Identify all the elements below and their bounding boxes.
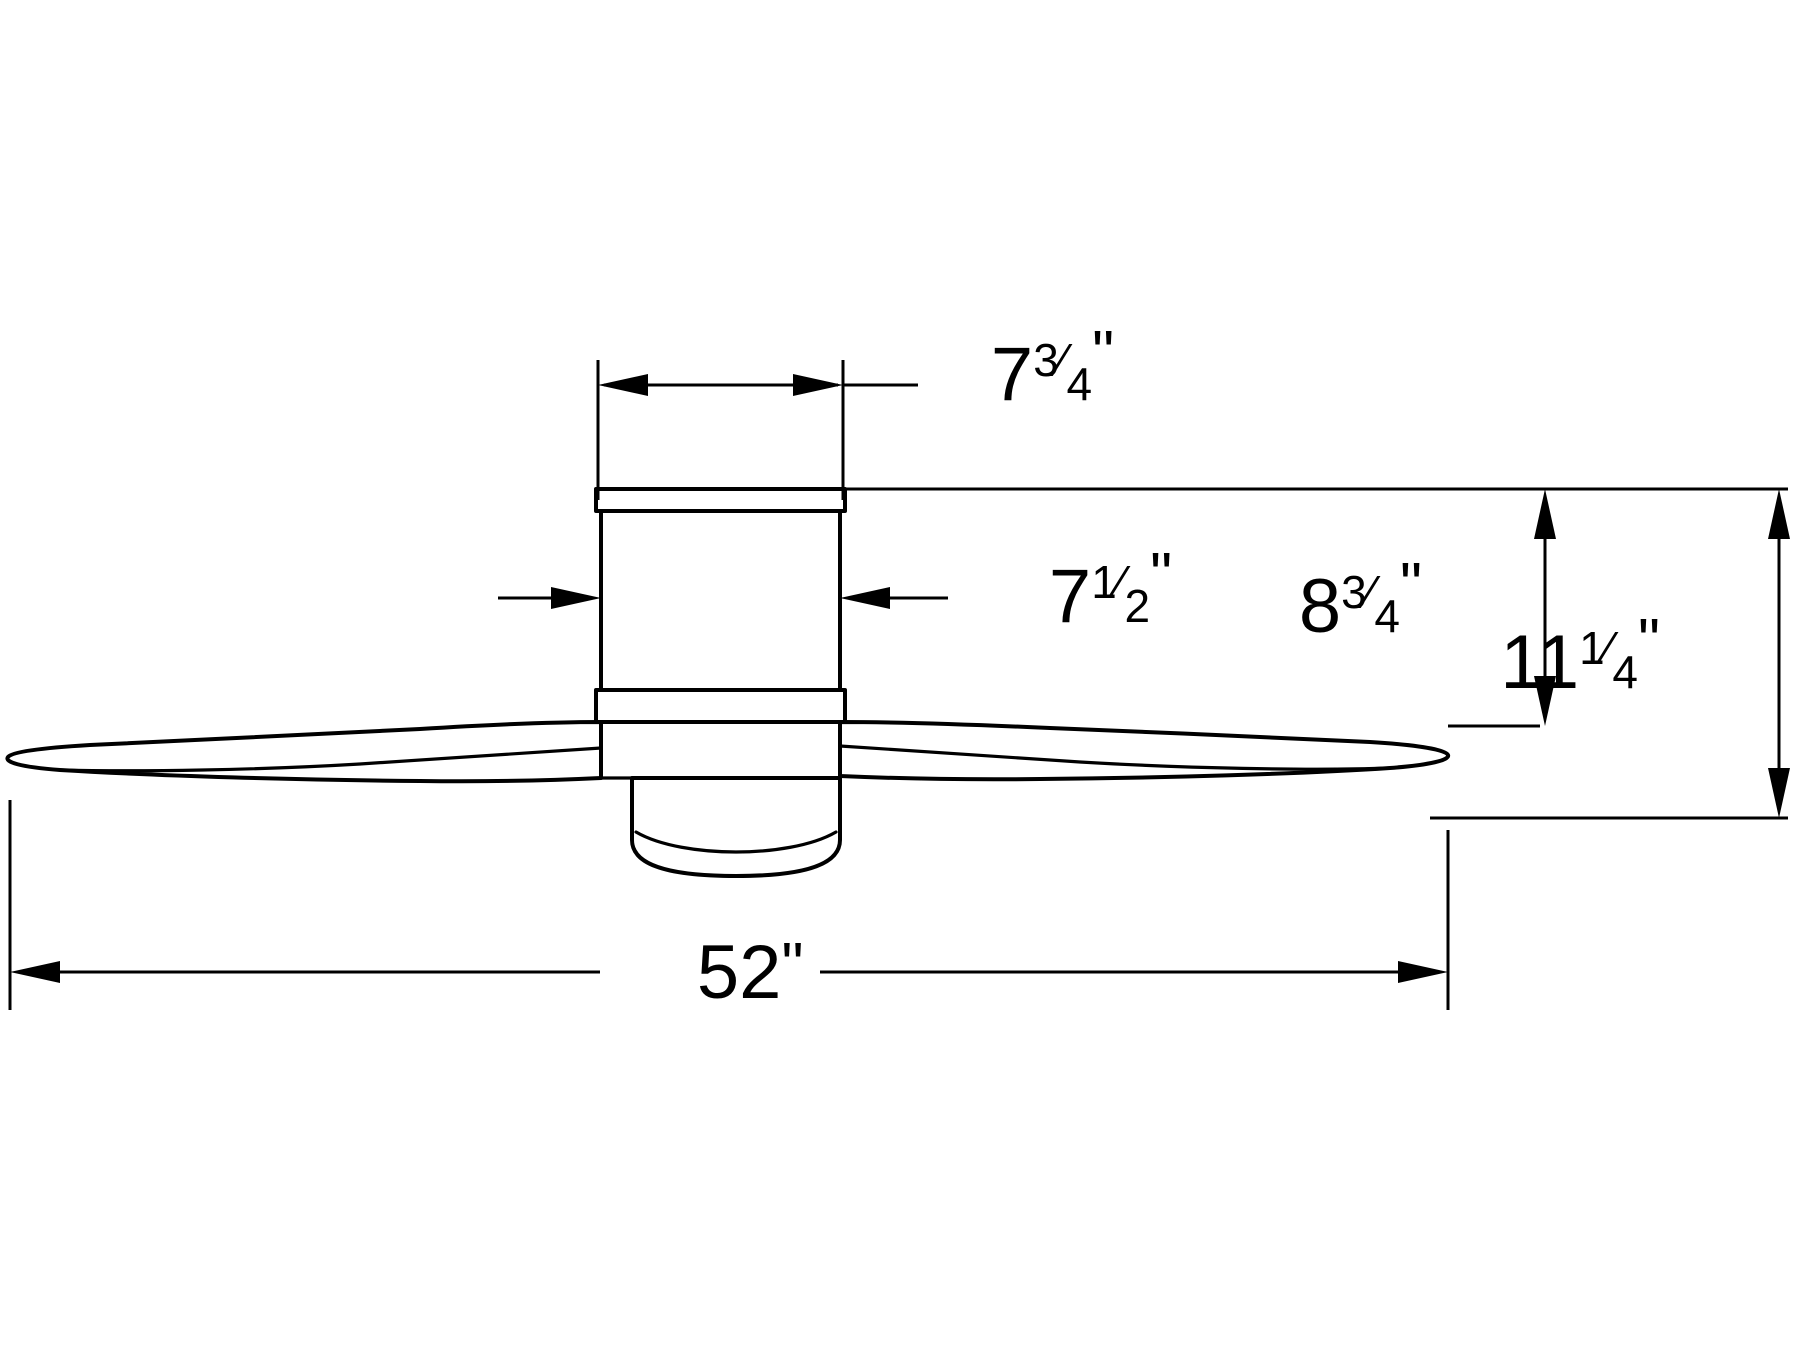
dim-unit-8-3-4: " (1400, 551, 1422, 620)
fan-assembly (5, 487, 1450, 878)
dimension-8-3-4: 83⁄4" (1250, 489, 1556, 726)
svg-text:71⁄2": 71⁄2" (1000, 541, 1212, 639)
blade-left (5, 720, 603, 784)
dim-numerator-7-1-2: 1 (1091, 556, 1117, 608)
bottom-cap (630, 776, 842, 878)
dim-numerator-7-3-4: 3 (1033, 334, 1059, 386)
motor-housing (599, 509, 842, 692)
dimension-label-8-3-4: 83⁄4" (1250, 551, 1462, 649)
dim-denominator-11-1-4: 4 (1612, 646, 1638, 698)
dimension-label-7-1-2: 71⁄2" (1000, 541, 1212, 639)
svg-text:52": 52" (648, 930, 843, 1015)
dimension-label-7-3-4: 73⁄4" (942, 319, 1154, 417)
dim-whole-8-3-4: 8 (1299, 564, 1341, 649)
dim-whole-7-1-2: 7 (1049, 554, 1091, 639)
dim-unit-11-1-4: " (1638, 607, 1660, 676)
svg-text:73⁄4": 73⁄4" (942, 319, 1154, 417)
blade-right (838, 720, 1450, 782)
dimension-7-3-4: 73⁄4" (596, 319, 1154, 500)
datum-extension-lines (845, 487, 1788, 820)
dimension-label-11-1-4: 111⁄4" (1451, 607, 1700, 705)
dim-denominator-7-3-4: 4 (1066, 358, 1092, 410)
svg-text:83⁄4": 83⁄4" (1250, 551, 1462, 649)
dim-denominator-7-1-2: 2 (1124, 580, 1150, 632)
housing-base (594, 688, 847, 724)
dim-denominator-8-3-4: 4 (1374, 590, 1400, 642)
svg-text:111⁄4": 111⁄4" (1451, 607, 1700, 705)
dim-unit-7-1-2: " (1150, 541, 1172, 610)
dimension-11-1-4: 111⁄4" (1451, 489, 1790, 818)
dim-unit-52: " (781, 931, 803, 1000)
dim-whole-7-3-4: 7 (991, 332, 1033, 417)
dim-numerator-8-3-4: 3 (1341, 566, 1367, 618)
canopy (594, 487, 847, 513)
dim-unit-7-3-4: " (1092, 319, 1114, 388)
dim-numerator-11-1-4: 1 (1579, 622, 1605, 674)
dim-whole-52: 52 (697, 930, 782, 1015)
dimension-label-52: 52" (648, 930, 843, 1015)
